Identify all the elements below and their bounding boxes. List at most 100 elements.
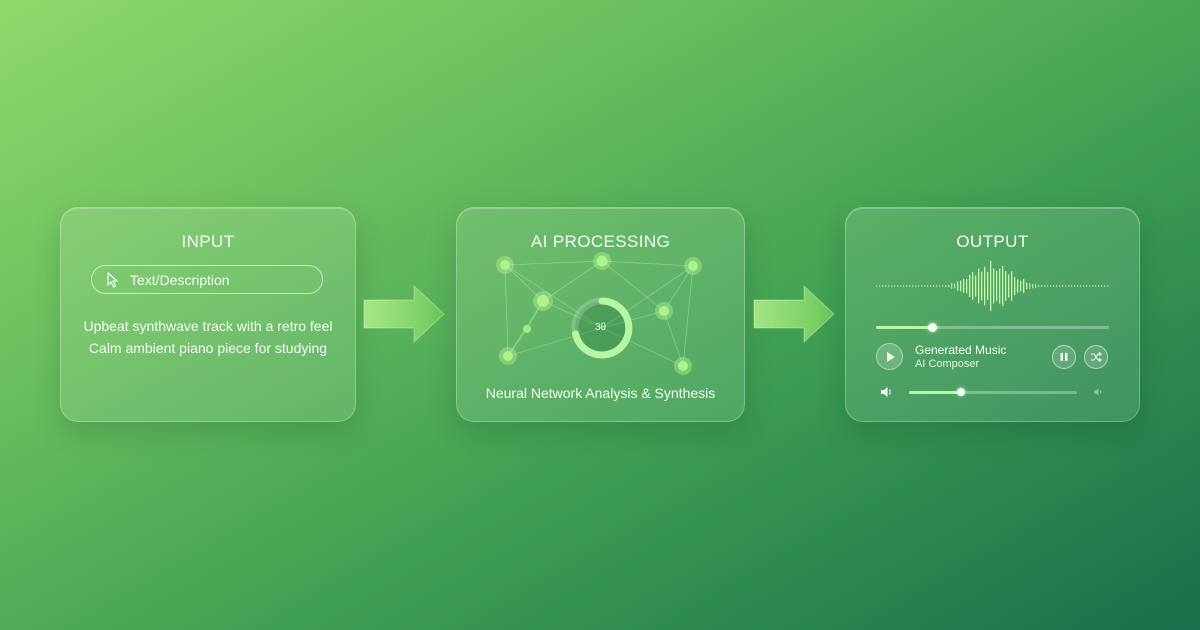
waveform-bar [897,285,899,287]
waveform-bar [882,285,884,287]
waveform-bar [987,271,989,301]
waveform-bar [984,266,986,306]
waveform-bar [876,285,878,287]
output-panel-title: OUTPUT [956,232,1029,251]
waveform-bar [1074,285,1076,287]
volume-slider-fill [909,391,962,394]
waveform-bar [1035,284,1037,288]
track-title: Generated Music [915,343,1007,357]
waveform-bar [918,285,920,287]
waveform-bar [1032,283,1034,289]
waveform-bar [1104,285,1106,287]
waveform-bar [906,285,908,287]
waveform-bar [954,283,956,289]
arrow-right-icon [753,284,835,344]
waveform-bar [993,268,995,304]
prompt-example[interactable]: Upbeat synthwave track with a retro feel [83,318,333,334]
waveform-bar [1056,285,1058,287]
waveform-bar [1086,285,1088,287]
playback-progress-track[interactable] [876,326,1109,329]
output-panel: OUTPUT Generated Music AI Composer [845,207,1140,422]
shuffle-icon [1091,352,1102,362]
waveform-bar [1044,285,1046,287]
input-panel: INPUT Text/Description Upbeat synthwave … [60,207,356,422]
gauge-value: 3θ [594,322,607,333]
waveform-bar [990,261,992,311]
waveform-bar [1062,285,1064,287]
waveform-bar [1014,276,1016,296]
waveform-bar [921,285,923,287]
waveform-bar [879,285,881,287]
waveform-bar [1029,283,1031,289]
waveform-bar [894,285,896,287]
waveform-bar [948,284,950,288]
volume-slider-handle[interactable] [957,388,966,396]
waveform-bar [1083,285,1085,287]
waveform-bar [1065,285,1067,287]
arrow-right-icon [363,284,445,344]
shuffle-button[interactable] [1084,345,1108,369]
waveform-bar [963,279,965,293]
neural-network-graphic [496,252,702,375]
waveform-bar [933,285,935,287]
waveform-bar [1071,285,1073,287]
waveform-bar [1098,285,1100,287]
waveform-bar [1017,279,1019,293]
waveform-bar [1041,285,1043,287]
play-button[interactable] [876,343,903,370]
waveform-bar [1023,278,1025,294]
waveform-bar [915,285,917,287]
playback-progress-handle[interactable] [927,323,937,332]
waveform-bar [978,268,980,304]
volume-slider-track[interactable] [909,391,1077,394]
waveform-bar [957,281,959,291]
waveform-bar [969,274,971,297]
waveform-bar [1005,271,1007,301]
volume-low-icon [1094,388,1102,396]
waveform-bar [1011,271,1013,301]
waveform-bar [1077,285,1079,287]
track-artist: AI Composer [915,358,980,370]
waveform-bar [1053,285,1055,287]
waveform-bar [909,285,911,287]
waveform-bar [891,285,893,287]
pause-button[interactable] [1052,345,1076,369]
waveform-bar [966,278,968,294]
waveform-bar [1050,285,1052,287]
waveform-bar [1095,285,1097,287]
waveform-bar [924,285,926,287]
waveform-bar [900,285,902,287]
text-description-label: Text/Description [130,271,230,288]
waveform-bar [1080,285,1082,287]
waveform-bar [1089,285,1091,287]
waveform-bar [960,280,962,292]
waveform-bar [903,285,905,287]
prompt-example[interactable]: Calm ambient piano piece for studying [88,340,328,356]
text-description-field[interactable]: Text/Description [91,265,323,294]
processing-caption: Neural Network Analysis & Synthesis [485,385,716,401]
waveform-bar [1059,285,1061,287]
waveform-bar [981,271,983,301]
playback-progress-fill [876,326,932,329]
waveform-bar [1038,285,1040,287]
volume-icon[interactable] [880,386,894,398]
waveform-bar [1068,285,1070,287]
waveform-bar [912,285,914,287]
waveform-bar [996,270,998,302]
play-icon [886,351,895,362]
waveform-bar [951,283,953,289]
waveform-bar [945,285,947,288]
waveform-bar [1047,285,1049,287]
waveform-bar [888,285,890,287]
waveform-bar [930,285,932,287]
waveform-bar [936,285,938,287]
input-panel-title: INPUT [181,232,235,251]
waveform-bar [1026,282,1028,290]
waveform-bar [999,268,1001,304]
waveform-bar [942,285,944,287]
waveform-bar [885,285,887,287]
waveform-bar [927,285,929,287]
waveform-bar [939,285,941,287]
waveform-bar [1008,274,1010,298]
waveform-bar [972,272,974,300]
